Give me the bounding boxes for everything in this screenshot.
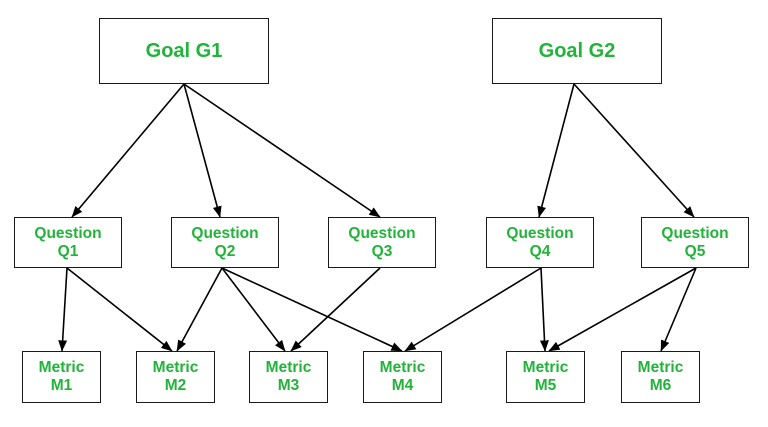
metric-label: Metric M6 (637, 359, 684, 394)
edge-q5-m6 (660, 267, 697, 352)
edge-g2-q4 (537, 83, 575, 218)
goal-node-g1: Goal G1 (99, 18, 269, 84)
metric-node-m5: Metric M5 (506, 351, 585, 403)
edge-q4-m4 (404, 267, 542, 352)
question-label: Question Q2 (191, 224, 259, 260)
metric-node-m2: Metric M2 (136, 351, 215, 403)
metric-node-m4: Metric M4 (363, 351, 442, 403)
edge-g1-q1 (71, 83, 185, 218)
question-label: Question Q4 (506, 224, 574, 260)
edge-g2-q5 (573, 83, 695, 218)
question-node-q2: Question Q2 (171, 217, 279, 268)
metric-node-m3: Metric M3 (249, 351, 328, 403)
edge-q2-m4 (221, 267, 403, 352)
goal-node-g2: Goal G2 (492, 18, 662, 84)
question-node-q1: Question Q1 (14, 217, 122, 268)
metric-label: Metric M4 (379, 359, 426, 394)
metric-node-m6: Metric M6 (621, 351, 700, 403)
edge-g1-q2 (183, 83, 222, 218)
question-label: Question Q5 (661, 224, 729, 260)
edge-q2-m3 (221, 267, 286, 352)
goal-label: Goal G1 (145, 39, 223, 62)
edge-q1-m2 (66, 267, 173, 352)
question-node-q4: Question Q4 (486, 217, 594, 268)
edge-q2-m2 (176, 267, 223, 352)
question-node-q5: Question Q5 (641, 217, 749, 268)
metric-label: Metric M1 (38, 359, 85, 394)
edge-q5-m5 (548, 267, 697, 352)
edge-g1-q3 (183, 83, 381, 218)
goal-label: Goal G2 (538, 39, 616, 62)
edge-q4-m5 (540, 267, 549, 352)
edge-q1-m1 (58, 267, 68, 352)
question-node-q3: Question Q3 (328, 217, 436, 268)
question-label: Question Q1 (34, 224, 102, 260)
edge-q3-m3 (290, 267, 381, 352)
metric-label: Metric M3 (265, 359, 312, 394)
question-label: Question Q3 (348, 224, 416, 260)
metric-node-m1: Metric M1 (22, 351, 101, 403)
metric-label: Metric M2 (152, 359, 199, 394)
metric-label: Metric M5 (522, 359, 569, 394)
